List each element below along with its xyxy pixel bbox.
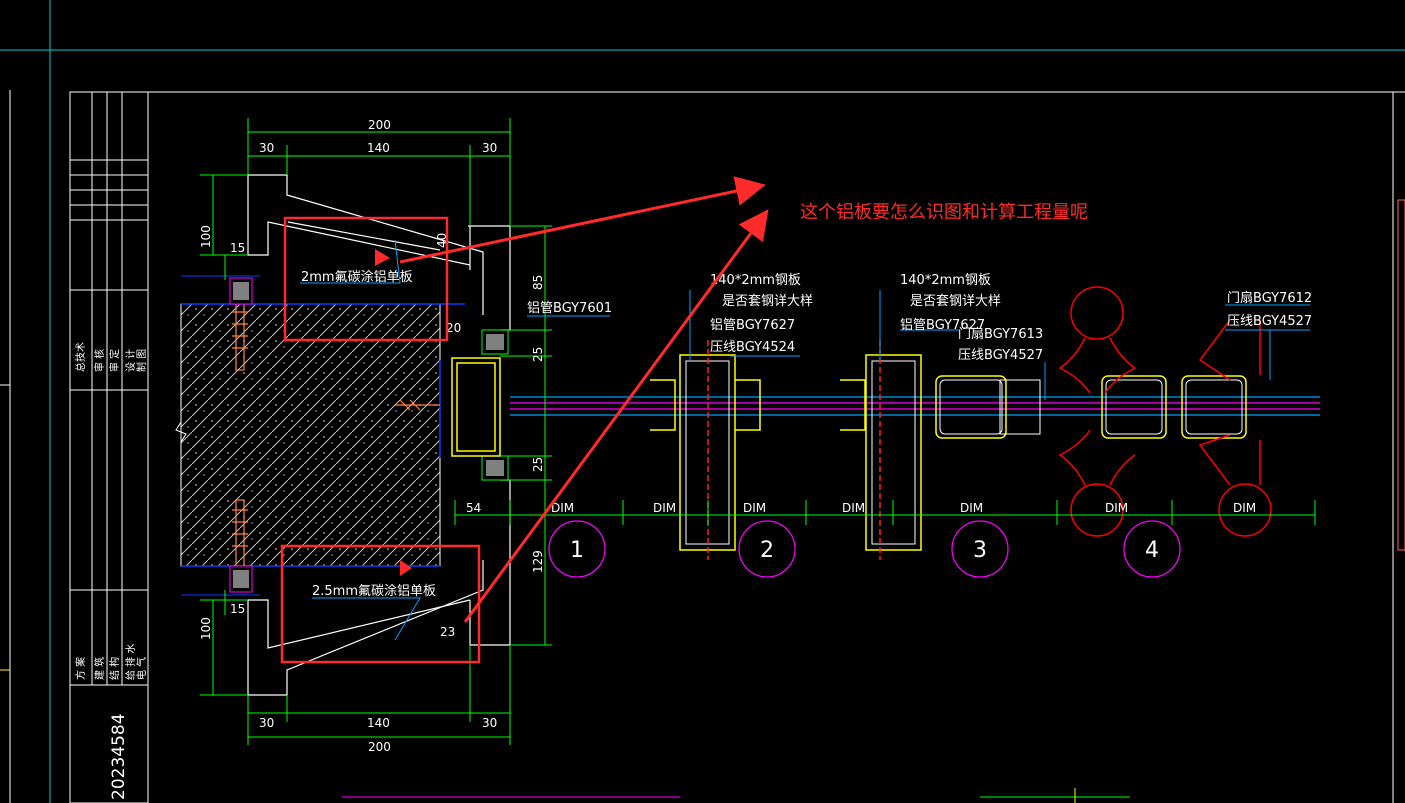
vertical_labels_top-label: 设 计 bbox=[124, 349, 137, 372]
dim-left-lower-height: 100 bbox=[199, 617, 213, 640]
dim-right-129: 129 bbox=[531, 550, 545, 573]
vertical_labels_top-label: 总技术 bbox=[74, 342, 87, 372]
section-numbers: 1 2 3 4 bbox=[570, 538, 1159, 563]
dim-small-40: 40 bbox=[435, 233, 449, 248]
label-s4-door-leaf: 门扇BGY7612 bbox=[1227, 290, 1312, 306]
label-s3-door-leaf: 门扇BGY7613 bbox=[958, 326, 1043, 342]
dim-right-85: 85 bbox=[531, 275, 545, 290]
dim-right-25b: 25 bbox=[531, 457, 545, 472]
dim-left-upper-gap: 15 bbox=[230, 241, 245, 255]
section-4-door bbox=[999, 375, 1247, 439]
dim-bottom-left: 30 bbox=[259, 716, 274, 730]
vertical_labels_top-label: 制 图 bbox=[135, 349, 148, 372]
concrete-wall bbox=[175, 275, 465, 596]
label-lower-panel: 2.5mm氟碳涂铝单板 bbox=[312, 583, 436, 599]
section-number: 1 bbox=[570, 538, 584, 563]
section-markers bbox=[548, 520, 1181, 578]
vertical_labels_top-label: 审 核 bbox=[93, 349, 106, 372]
dimension-lines bbox=[200, 118, 1316, 745]
vertical_labels_bottom-label: 结 构 bbox=[108, 657, 121, 680]
dim-top-total: 200 bbox=[368, 118, 391, 132]
dim-label: DIM bbox=[1233, 501, 1256, 515]
dim-top-right: 30 bbox=[482, 141, 497, 155]
upper-aluminum-panel bbox=[247, 174, 511, 331]
dim-top-mid: 140 bbox=[367, 141, 390, 155]
drawing-number: 20234584 bbox=[109, 713, 129, 800]
dim-small-23: 23 bbox=[440, 625, 455, 639]
section-2-mullion bbox=[650, 340, 761, 560]
vertical_labels_bottom-label: 给 排 水 bbox=[124, 644, 137, 680]
leader-lines bbox=[300, 239, 1310, 641]
dim-bottom-right: 30 bbox=[482, 716, 497, 730]
dim-label: DIM bbox=[960, 501, 983, 515]
material-labels: 2mm氟碳涂铝单板 2.5mm氟碳涂铝单板 铝管BGY7601 140*2mm钢… bbox=[301, 269, 1312, 599]
dim-label: DIM bbox=[743, 501, 766, 515]
dim-label: DIM bbox=[842, 501, 865, 515]
dim-label: DIM bbox=[551, 501, 574, 515]
dim-small-20: 20 bbox=[446, 321, 461, 335]
annotation-overlay: 这个铝板要怎么识图和计算工程量呢 bbox=[280, 176, 1088, 664]
arrow-lower bbox=[463, 209, 769, 623]
vertical_labels_bottom-label: 方 案 bbox=[74, 657, 87, 680]
arrow-upper bbox=[399, 176, 766, 264]
label-s3-note: 是否套钢详大样 bbox=[910, 293, 1001, 309]
seal-blocks bbox=[229, 277, 509, 593]
label-s3-al-tube: 铝管BGY7627 bbox=[900, 318, 985, 333]
hinge-fittings bbox=[1058, 286, 1272, 537]
label-s2-al-tube: 铝管BGY7627 bbox=[710, 318, 795, 333]
dimension-texts: 200 30 140 30 30 140 30 200 100 15 15 10… bbox=[199, 118, 1256, 754]
dim-bottom-54: 54 bbox=[466, 501, 481, 515]
dim-label: DIM bbox=[1105, 501, 1128, 515]
label-al-tube-left: 铝管BGY7601 bbox=[527, 301, 612, 316]
dim-label: DIM bbox=[653, 501, 676, 515]
dim-bottom-mid: 140 bbox=[367, 716, 390, 730]
section-number: 3 bbox=[973, 538, 987, 563]
dim-right-25a: 25 bbox=[531, 347, 545, 362]
highlight-box-upper bbox=[283, 216, 449, 342]
dim-left-lower-gap: 15 bbox=[230, 602, 245, 616]
label-upper-panel: 2mm氟碳涂铝单板 bbox=[301, 269, 413, 285]
label-s4-pressure-line: 压线BGY4527 bbox=[1227, 314, 1312, 329]
dim-top-left: 30 bbox=[259, 141, 274, 155]
vertical_labels_top-label: 审 定 bbox=[108, 349, 121, 372]
vertical_labels_bottom-label: 电 气 bbox=[135, 657, 148, 680]
label-s2-pressure-line: 压线BGY4524 bbox=[710, 340, 795, 355]
label-s3-pressure-line: 压线BGY4527 bbox=[958, 348, 1043, 363]
section-3-mullion bbox=[840, 340, 1007, 560]
dim-bottom-total: 200 bbox=[368, 740, 391, 754]
aluminum-tube-bgy7601 bbox=[451, 357, 501, 457]
label-s3-steel-plate: 140*2mm钢板 bbox=[900, 273, 991, 288]
dim-left-upper-height: 100 bbox=[199, 225, 213, 248]
title-block: 20234584 总技术审 核审 定设 计制 图方 案建 筑结 构给 排 水电 … bbox=[69, 91, 149, 803]
vertical_labels_bottom-label: 建 筑 bbox=[93, 657, 106, 680]
section-number: 4 bbox=[1145, 538, 1159, 563]
label-s2-note: 是否套钢详大样 bbox=[722, 293, 813, 309]
bottom-partial-lines bbox=[342, 788, 1130, 803]
section-number: 2 bbox=[760, 538, 774, 563]
annotation-question: 这个铝板要怎么识图和计算工程量呢 bbox=[800, 202, 1088, 223]
label-s2-steel-plate: 140*2mm钢板 bbox=[710, 273, 801, 288]
